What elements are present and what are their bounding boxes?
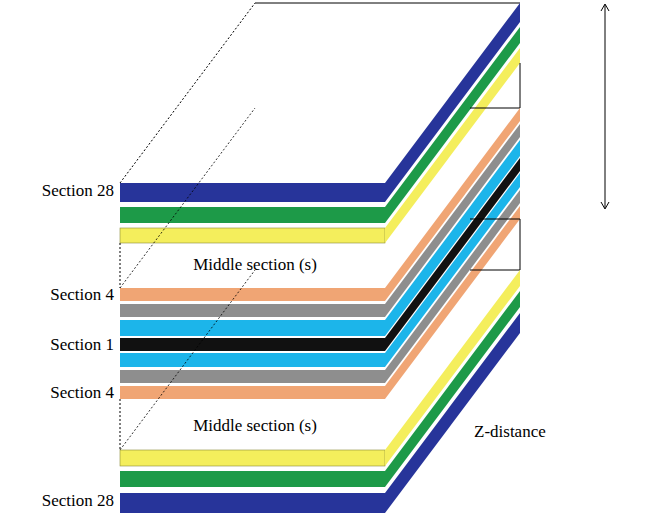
section-label: Section 4: [50, 384, 114, 403]
region-label: Middle section (s): [193, 417, 317, 436]
section-label: Section 28: [42, 492, 114, 511]
section-label: Section 4: [50, 286, 114, 305]
section-label: Section 28: [42, 182, 114, 201]
section-label: Section 1: [50, 336, 114, 355]
region-label: Middle section (s): [193, 256, 317, 275]
axis-label: Z-distance: [474, 423, 546, 442]
